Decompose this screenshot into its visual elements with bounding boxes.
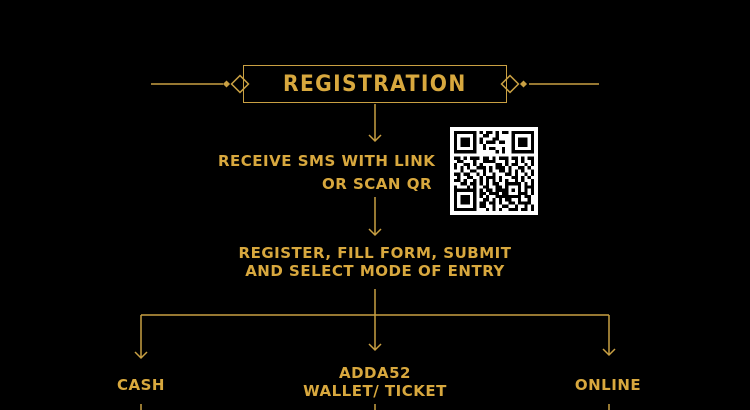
arrowhead-cash xyxy=(134,351,148,360)
registration-title-box: REGISTRATION xyxy=(243,65,507,103)
arrowhead-online xyxy=(602,348,616,357)
arrowhead-wallet xyxy=(368,343,382,352)
arrowhead-1 xyxy=(368,134,382,143)
option-cash: CASH xyxy=(117,376,165,394)
step-register-form: REGISTER, FILL FORM, SUBMIT AND SELECT M… xyxy=(225,244,525,280)
left-diamond-ornament-icon xyxy=(222,74,250,94)
registration-title: REGISTRATION xyxy=(283,71,467,97)
step-receive-sms: RECEIVE SMS WITH LINK OR SCAN QR xyxy=(218,150,436,196)
step-receive-sms-line1: RECEIVE SMS WITH LINK xyxy=(218,152,436,170)
option-online: ONLINE xyxy=(574,376,642,394)
option-wallet-ticket: ADDA52 WALLET/ TICKET xyxy=(295,364,455,400)
qr-code-graphic xyxy=(454,131,534,211)
option-wallet-line1: ADDA52 xyxy=(339,364,411,382)
qr-code-icon[interactable] xyxy=(450,127,538,215)
step-register-form-line2: AND SELECT MODE OF ENTRY xyxy=(245,262,505,280)
option-wallet-line2: WALLET/ TICKET xyxy=(303,382,447,400)
arrowhead-2 xyxy=(368,228,382,237)
step-register-form-line1: REGISTER, FILL FORM, SUBMIT xyxy=(238,244,512,262)
step-receive-sms-line2: OR SCAN QR xyxy=(321,175,432,193)
right-diamond-ornament-icon xyxy=(500,74,528,94)
